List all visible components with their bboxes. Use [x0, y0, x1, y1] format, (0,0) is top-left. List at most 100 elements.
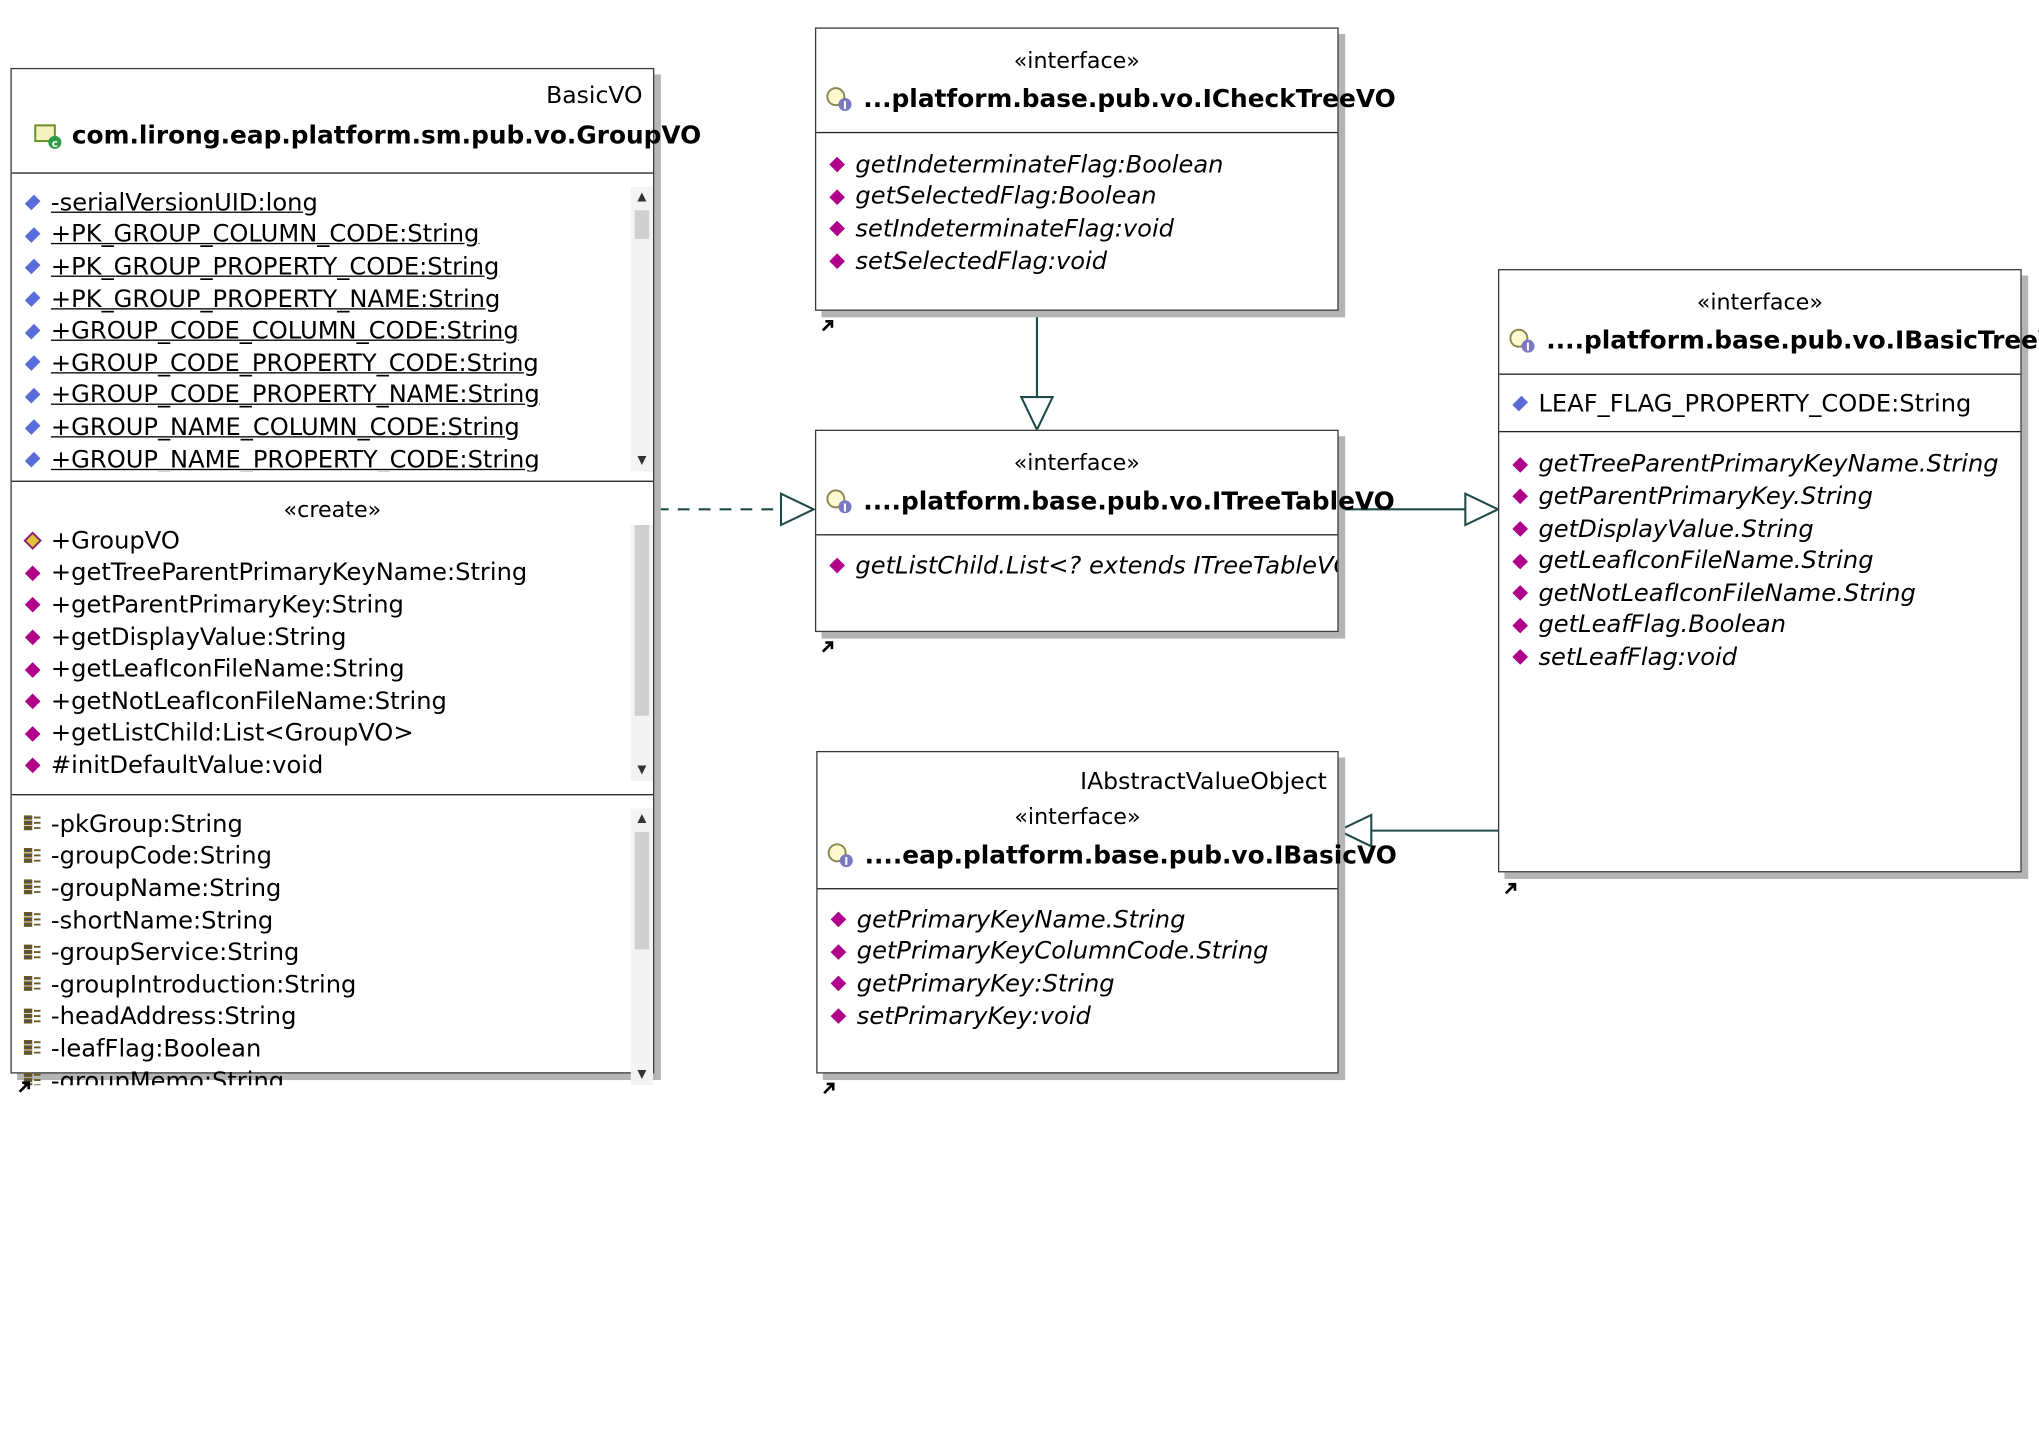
- attribute-row[interactable]: +PK_GROUP_COLUMN_CODE:String: [12, 219, 653, 251]
- interface-icheck[interactable]: «interface» I ...platform.base.pub.vo.IC…: [814, 27, 1396, 311]
- attribute-row-label: +GROUP_CODE_PROPERTY_CODE:String: [50, 349, 539, 378]
- attribute-row[interactable]: +GROUP_CODE_COLUMN_CODE:String: [12, 315, 653, 347]
- field-row-label: -pkGroup:String: [50, 810, 243, 839]
- method-row[interactable]: setLeafFlag:void: [1499, 641, 2020, 673]
- method-row[interactable]: setSelectedFlag:void: [816, 245, 1337, 277]
- method-row[interactable]: getParentPrimaryKey.String: [1499, 481, 2020, 513]
- method-row[interactable]: +GroupVO: [12, 525, 653, 557]
- field-row[interactable]: -groupService:String: [12, 937, 653, 969]
- method-row[interactable]: getTreeParentPrimaryKeyName.String: [1499, 449, 2020, 481]
- method-row[interactable]: setPrimaryKey:void: [818, 1000, 1338, 1032]
- method-row[interactable]: +getTreeParentPrimaryKeyName:String: [12, 557, 653, 589]
- method-icon: [22, 627, 43, 648]
- attribute-row[interactable]: +PK_GROUP_PROPERTY_NAME:String: [12, 283, 653, 315]
- resize-handle-icon[interactable]: [821, 1080, 837, 1096]
- method-row[interactable]: +getNotLeafIconFileName:String: [12, 686, 653, 718]
- scroll-up-arrow-icon[interactable]: ▲: [637, 190, 647, 204]
- scroll-up-arrow-icon[interactable]: ▲: [637, 812, 647, 826]
- attribute-icon: [22, 257, 43, 278]
- interface-title: I ....platform.base.pub.vo.ITreeTableVO: [816, 479, 1395, 516]
- method-row-label: setPrimaryKey:void: [856, 1002, 1091, 1030]
- attribute-row-label: LEAF_FLAG_PROPERTY_CODE:String: [1538, 390, 1972, 418]
- class-title: c com.lirong.eap.platform.sm.pub.vo.Grou…: [12, 114, 701, 150]
- method-row[interactable]: getLeafFlag.Boolean: [1499, 609, 2020, 641]
- attribute-row[interactable]: +GROUP_CODE_PROPERTY_CODE:String: [12, 347, 653, 379]
- method-row[interactable]: getPrimaryKeyName.String: [818, 904, 1338, 936]
- attribute-icon: [22, 417, 43, 438]
- method-row[interactable]: getIndeterminateFlag:Boolean: [816, 149, 1337, 181]
- attribute-row[interactable]: +GROUP_NAME_PROPERTY_CODE:String: [12, 444, 653, 471]
- method-row[interactable]: getSelectedFlag:Boolean: [816, 181, 1337, 213]
- method-row[interactable]: +getLeafIconFileName:String: [12, 653, 653, 685]
- interface-title: I ....platform.base.pub.vo.IBasicTreeVO: [1499, 319, 2039, 355]
- relationship-edges: [656, 310, 1501, 848]
- resize-handle-icon[interactable]: [820, 639, 836, 655]
- interface-itreetablevo[interactable]: «interface» I ....platform.base.pub.vo.I…: [814, 429, 1395, 633]
- method-row-label: getDisplayValue.String: [1538, 515, 1814, 543]
- method-icon: [827, 154, 848, 175]
- method-icon: [22, 659, 43, 680]
- field-row[interactable]: -groupMemo:String: [12, 1065, 653, 1086]
- method-icon: [22, 691, 43, 712]
- method-row[interactable]: getListChild.List<? extends ITreeTableVO: [816, 550, 1337, 582]
- interface-stereotype: «interface»: [1013, 450, 1140, 477]
- scrollbar[interactable]: ▲▼: [630, 808, 653, 1086]
- resize-handle-icon[interactable]: [17, 1079, 33, 1095]
- attribute-compartment[interactable]: ▲▼ -serialVersionUID:long+PK_GROUP_COLUM…: [12, 174, 653, 472]
- method-row-label: +getParentPrimaryKey:String: [50, 591, 404, 620]
- class-groupvo[interactable]: BasicVO c com.lirong.eap.platform.sm.pub…: [10, 67, 701, 1086]
- attribute-row-label: +PK_GROUP_COLUMN_CODE:String: [50, 221, 480, 249]
- scrollbar[interactable]: ▲▼: [630, 525, 653, 781]
- method-row[interactable]: getPrimaryKeyColumnCode.String: [818, 936, 1338, 968]
- scroll-thumb[interactable]: [634, 525, 650, 716]
- attribute-icon: [22, 449, 43, 470]
- attribute-row[interactable]: +PK_GROUP_PROPERTY_CODE:String: [12, 251, 653, 283]
- method-row[interactable]: getLeafIconFileName.String: [1499, 545, 2020, 577]
- field-row-label: -headAddress:String: [50, 1003, 297, 1031]
- field-compartment[interactable]: ▲▼ -pkGroup:String-groupCode:String-grou…: [12, 795, 653, 1086]
- method-row[interactable]: getNotLeafIconFileName.String: [1499, 577, 2020, 609]
- interface-name: ....eap.platform.base.pub.vo.IBasicVO: [864, 841, 1397, 870]
- interface-ibasictreevo[interactable]: «interface» I ....platform.base.pub.vo.I…: [1497, 269, 2039, 873]
- field-row[interactable]: -headAddress:String: [12, 1001, 653, 1033]
- method-row-label: +getListChild:List<GroupVO>: [50, 720, 414, 748]
- method-row-label: setIndeterminateFlag:void: [855, 215, 1175, 243]
- method-row[interactable]: +getDisplayValue:String: [12, 621, 653, 653]
- resize-handle-icon[interactable]: [820, 317, 836, 333]
- scroll-down-arrow-icon[interactable]: ▼: [637, 454, 647, 468]
- scroll-thumb[interactable]: [634, 210, 650, 239]
- resize-handle-icon[interactable]: [1503, 880, 1519, 896]
- method-row[interactable]: getPrimaryKey:String: [818, 968, 1338, 1000]
- scroll-down-arrow-icon[interactable]: ▼: [637, 1068, 647, 1082]
- scroll-down-arrow-icon[interactable]: ▼: [637, 764, 647, 778]
- method-icon: [827, 251, 848, 272]
- method-row-label: +getNotLeafIconFileName:String: [50, 687, 447, 716]
- method-icon: [828, 909, 849, 930]
- scroll-thumb[interactable]: [634, 831, 650, 950]
- method-row[interactable]: getDisplayValue.String: [1499, 513, 2020, 545]
- interface-icon: I: [825, 841, 856, 870]
- field-row[interactable]: -groupIntroduction:String: [12, 969, 653, 1001]
- attribute-row[interactable]: -serialVersionUID:long: [12, 187, 653, 219]
- scrollbar[interactable]: ▲▼: [630, 186, 653, 472]
- method-row[interactable]: +getListChild:List<GroupVO>: [12, 718, 653, 750]
- field-row[interactable]: -leafFlag:Boolean: [12, 1033, 653, 1065]
- method-row[interactable]: +getParentPrimaryKey:String: [12, 589, 653, 621]
- field-row-label: -groupName:String: [50, 874, 282, 903]
- method-compartment[interactable]: ▲▼ +GroupVO+getTreeParentPrimaryKeyName:…: [12, 525, 653, 781]
- interface-title: I ....eap.platform.base.pub.vo.IBasicVO: [818, 833, 1397, 870]
- attribute-row[interactable]: +GROUP_CODE_PROPERTY_NAME:String: [12, 379, 653, 411]
- field-row[interactable]: -groupCode:String: [12, 841, 653, 873]
- interface-title: I ...platform.base.pub.vo.ICheckTreeVO: [816, 77, 1396, 114]
- interface-ibasicvo[interactable]: IAbstractValueObject «interface» I ....e…: [816, 750, 1397, 1074]
- method-row[interactable]: #initDefaultValue:void: [12, 750, 653, 781]
- attribute-row[interactable]: LEAF_FLAG_PROPERTY_CODE:String: [1499, 388, 2020, 420]
- attribute-row[interactable]: +GROUP_NAME_COLUMN_CODE:String: [12, 412, 653, 444]
- field-row[interactable]: -groupName:String: [12, 873, 653, 905]
- field-row[interactable]: -pkGroup:String: [12, 808, 653, 840]
- generalization-arrowhead: [1336, 813, 1373, 848]
- field-row-label: -groupCode:String: [50, 842, 272, 871]
- field-row[interactable]: -shortName:String: [12, 905, 653, 937]
- field-icon: [22, 846, 43, 867]
- method-row[interactable]: setIndeterminateFlag:void: [816, 213, 1337, 245]
